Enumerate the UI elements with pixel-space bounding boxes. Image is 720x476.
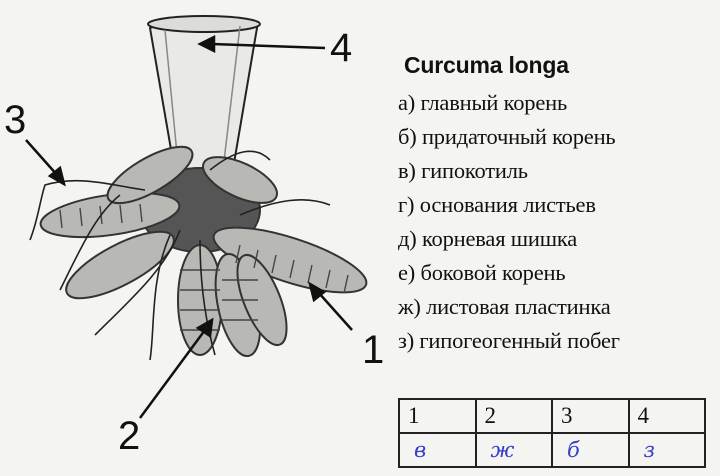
table-header-row: 1 2 3 4 [399,399,705,433]
option-item: г) основания листьев [398,188,720,222]
callout-label: 2 [118,416,140,456]
option-item: ж) листовая пластинка [398,290,720,324]
legend-title: Curcuma longa [404,52,720,79]
option-item: б) придаточный корень [398,120,720,154]
answer-cell[interactable]: з [629,433,706,467]
answer-table: 1 2 3 4 в ж б з [398,398,706,468]
option-item: в) гипокотиль [398,154,720,188]
callout-label: 3 [4,100,26,140]
answer-cell[interactable]: в [399,433,476,467]
callout-label: 1 [362,330,384,370]
answer-cell[interactable]: б [552,433,629,467]
option-item: а) главный корень [398,86,720,120]
table-header-cell: 3 [552,399,629,433]
callout-label: 4 [330,28,352,68]
table-header-cell: 2 [476,399,553,433]
plant-drawing [0,0,400,476]
answer-cell[interactable]: ж [476,433,553,467]
option-item: е) боковой корень [398,256,720,290]
table-header-cell: 4 [629,399,706,433]
curcuma-illustration: 4 3 1 2 [0,0,400,476]
option-item: д) корневая шишка [398,222,720,256]
table-answer-row: в ж б з [399,433,705,467]
legend-panel: Curcuma longa а) главный корень б) прида… [398,52,720,358]
option-item: з) гипогеогенный побег [398,324,720,358]
table-header-cell: 1 [399,399,476,433]
options-list: а) главный корень б) придаточный корень … [398,86,720,358]
